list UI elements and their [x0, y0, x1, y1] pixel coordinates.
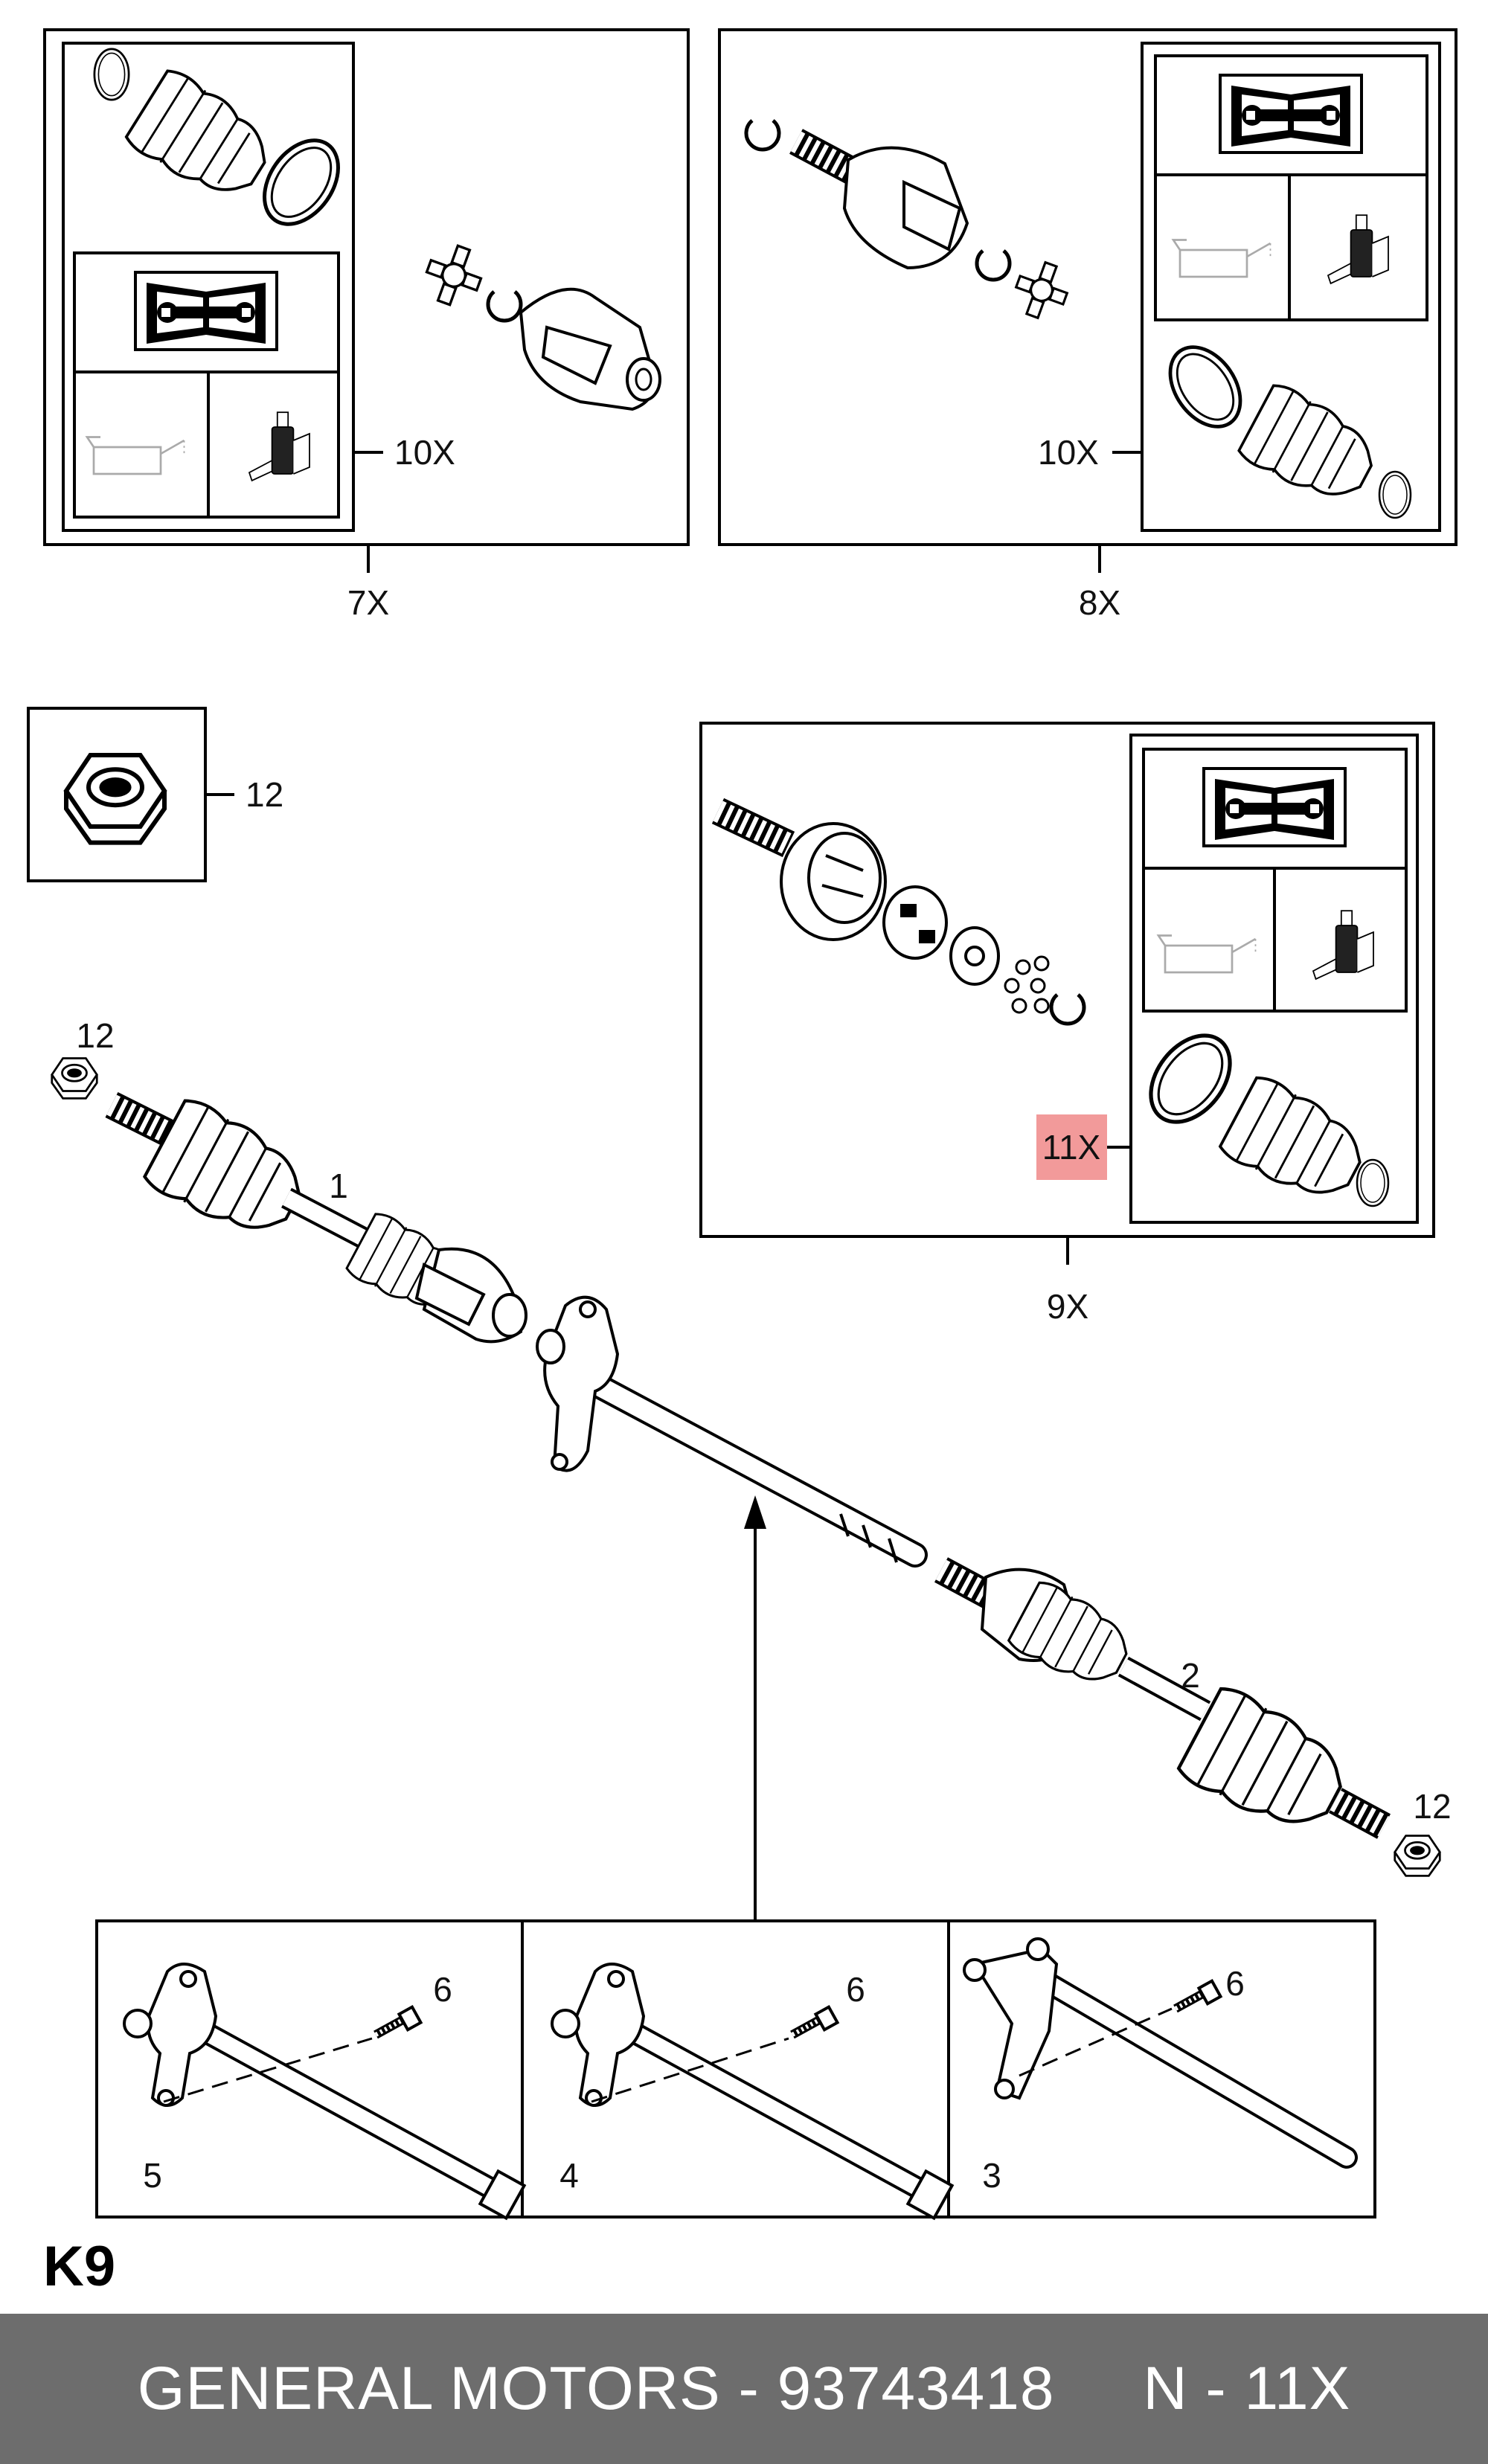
callout-6-b: 6 — [846, 1970, 865, 2009]
callout-4: 4 — [559, 2156, 579, 2195]
callout-6-a: 6 — [433, 1970, 452, 2009]
cage — [882, 885, 948, 960]
kit-9x-box: 11X 9X — [699, 722, 1435, 1326]
callout-11x: 11X — [1042, 1128, 1100, 1167]
callout-9x: 9X — [1047, 1287, 1088, 1326]
page-code: K9 — [43, 2235, 115, 2298]
callout-12-box: 12 — [246, 775, 283, 814]
callout-10x-left: 10X — [394, 433, 455, 472]
arrow-up-icon — [744, 1495, 766, 1529]
highlight-box — [1036, 1114, 1107, 1180]
footer-spacer — [1054, 2354, 1143, 2424]
parts-diagram: 10X 7X 10X 8X 12 — [27, 28, 1457, 2298]
footer-part-number: GENERAL MOTORS - 93743418 — [137, 2355, 1055, 2422]
callout-2: 2 — [1181, 1656, 1200, 1695]
manual-icon — [134, 271, 278, 351]
variant-4: 6 4 — [552, 1964, 952, 2218]
drive-shaft-1: 12 1 — [51, 1016, 527, 1344]
footer-bar: GENERAL MOTORS - 93743418 N - 11X — [0, 2314, 1488, 2464]
footer-reference: N - 11X — [1143, 2355, 1351, 2422]
callout-8x: 8X — [1079, 583, 1120, 622]
variant-3: 6 3 — [963, 1937, 1358, 2195]
nut-box: 12 — [27, 707, 283, 882]
callout-12-left: 12 — [76, 1016, 114, 1055]
variant-5: 6 5 — [124, 1964, 525, 2218]
callout-7x: 7X — [347, 583, 389, 622]
callout-6-c: 6 — [1225, 1964, 1245, 2003]
intermediate-shaft — [536, 1295, 928, 1921]
balls — [1004, 955, 1050, 1014]
manual-icon — [1202, 767, 1347, 847]
kit-8x-box: 10X 8X — [718, 28, 1457, 622]
callout-10x-right: 10X — [1038, 433, 1099, 472]
callout-5: 5 — [143, 2156, 162, 2195]
manual-icon — [1219, 74, 1363, 154]
drive-shaft-2: 2 12 — [934, 1557, 1452, 1877]
callout-1: 1 — [329, 1167, 348, 1205]
kit-7x-box: 10X 7X — [43, 28, 690, 622]
callout-12-right: 12 — [1413, 1787, 1451, 1826]
callout-3: 3 — [982, 2156, 1001, 2195]
shaft-variants-panel: 6 5 6 4 6 3 — [95, 1919, 1376, 2218]
